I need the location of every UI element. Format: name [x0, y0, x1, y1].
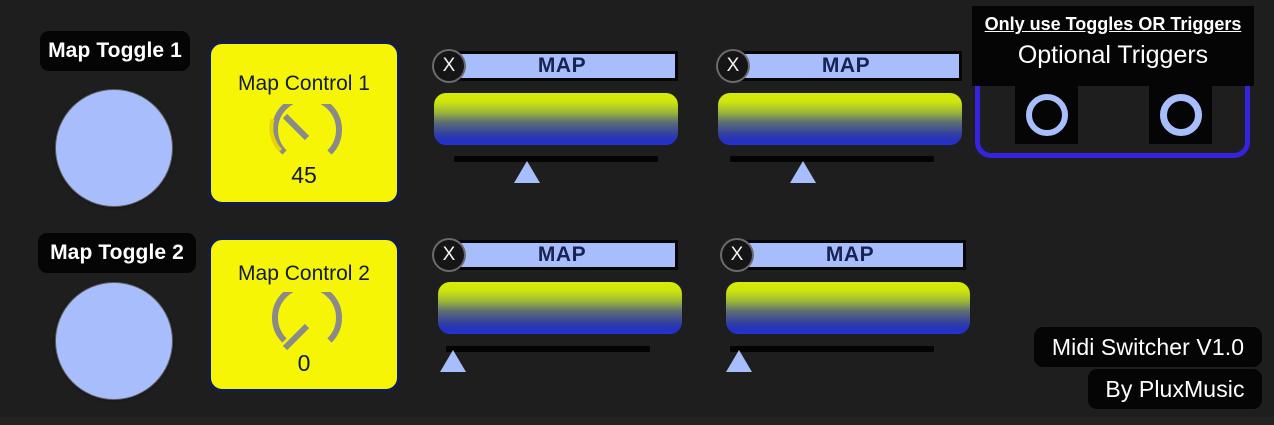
map-slider-track-4[interactable]: [730, 346, 934, 352]
map-button-2-label: MAP: [821, 54, 871, 77]
map-toggle-2-label: Map Toggle 2: [38, 233, 196, 273]
map-toggle-1-label: Map Toggle 1: [40, 31, 190, 71]
optional-triggers-header: Only use Toggles OR Triggers Optional Tr…: [972, 6, 1254, 86]
map-module-3: MAP X: [432, 240, 682, 385]
map-toggle-1-button[interactable]: [56, 90, 172, 206]
map-clear-4-button[interactable]: X: [722, 240, 752, 270]
map-level-display-3: [438, 282, 682, 334]
map-button-4-label: MAP: [825, 243, 875, 266]
circle-outline-icon: [1025, 94, 1068, 136]
map-toggle-1-label-text: Map Toggle 1: [48, 39, 182, 62]
bottom-edge-strip: [0, 417, 1274, 425]
circle-outline-icon: [1159, 94, 1202, 136]
map-clear-3-button[interactable]: X: [434, 240, 464, 270]
map-module-2: MAP X: [716, 51, 964, 196]
close-x-icon: X: [442, 55, 456, 76]
map-button-4[interactable]: MAP: [734, 240, 966, 270]
map-button-3-label: MAP: [537, 243, 587, 266]
map-button-1-label: MAP: [537, 54, 587, 77]
map-slider-track-2[interactable]: [730, 156, 934, 162]
map-level-display-4: [726, 282, 970, 334]
map-button-3[interactable]: MAP: [446, 240, 678, 270]
map-module-1: MAP X: [432, 51, 680, 196]
product-name-label: Midi Switcher V1.0: [1034, 327, 1262, 367]
map-control-2-title: Map Control 2: [238, 262, 370, 285]
map-slider-thumb-3[interactable]: [440, 350, 466, 372]
close-x-icon: X: [442, 244, 456, 265]
map-button-1[interactable]: MAP: [446, 51, 678, 81]
author-label: By PluxMusic: [1088, 369, 1262, 409]
triggers-warning-text: Only use Toggles OR Triggers: [984, 14, 1242, 34]
close-x-icon: X: [730, 244, 744, 265]
map-slider-thumb-4[interactable]: [726, 350, 752, 372]
map-clear-2-button[interactable]: X: [718, 51, 748, 81]
close-x-icon: X: [726, 55, 740, 76]
map-toggle-2-label-text: Map Toggle 2: [50, 241, 184, 264]
triggers-title: Optional Triggers: [1017, 41, 1209, 69]
map-slider-thumb-2[interactable]: [790, 161, 816, 183]
map-control-1-value: 45: [291, 162, 317, 188]
map-module-4: MAP X: [720, 240, 970, 385]
map-control-1-panel: Map Control 1 45: [208, 41, 400, 205]
map-clear-1-button[interactable]: X: [434, 51, 464, 81]
map-slider-track-3[interactable]: [446, 346, 650, 352]
map-control-1-title: Map Control 1: [238, 72, 370, 95]
map-control-2-panel: Map Control 2 0: [208, 237, 400, 392]
map-level-display-2: [718, 93, 962, 145]
map-toggle-2-button[interactable]: [56, 283, 172, 399]
author-text: By PluxMusic: [1105, 375, 1245, 402]
map-slider-thumb-1[interactable]: [514, 161, 540, 183]
trigger-button-2[interactable]: [1149, 86, 1212, 144]
map-level-display-1: [434, 93, 678, 145]
map-slider-track-1[interactable]: [454, 156, 658, 162]
trigger-button-1[interactable]: [1015, 86, 1078, 144]
map-control-2-value: 0: [297, 350, 311, 376]
map-button-2[interactable]: MAP: [730, 51, 962, 81]
product-name-text: Midi Switcher V1.0: [1051, 333, 1245, 360]
